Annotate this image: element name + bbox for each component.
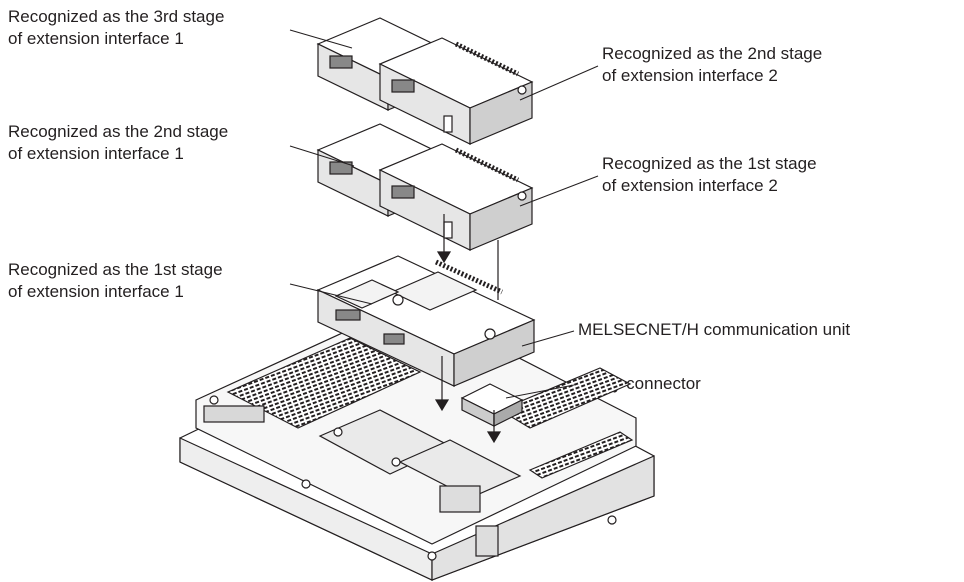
- screw-hole: [210, 396, 218, 404]
- slot-left: [204, 406, 264, 422]
- stage3-units: [318, 18, 532, 144]
- unit-connector: [384, 334, 404, 344]
- stage2-units: [318, 124, 532, 250]
- screw-hole: [608, 516, 616, 524]
- screw-hole: [302, 480, 310, 488]
- unit-connector: [336, 310, 360, 320]
- port-block: [440, 486, 480, 512]
- screw-hole: [334, 428, 342, 436]
- screw-hole: [392, 458, 400, 466]
- port-block-2: [476, 526, 498, 556]
- screw-hole: [428, 552, 436, 560]
